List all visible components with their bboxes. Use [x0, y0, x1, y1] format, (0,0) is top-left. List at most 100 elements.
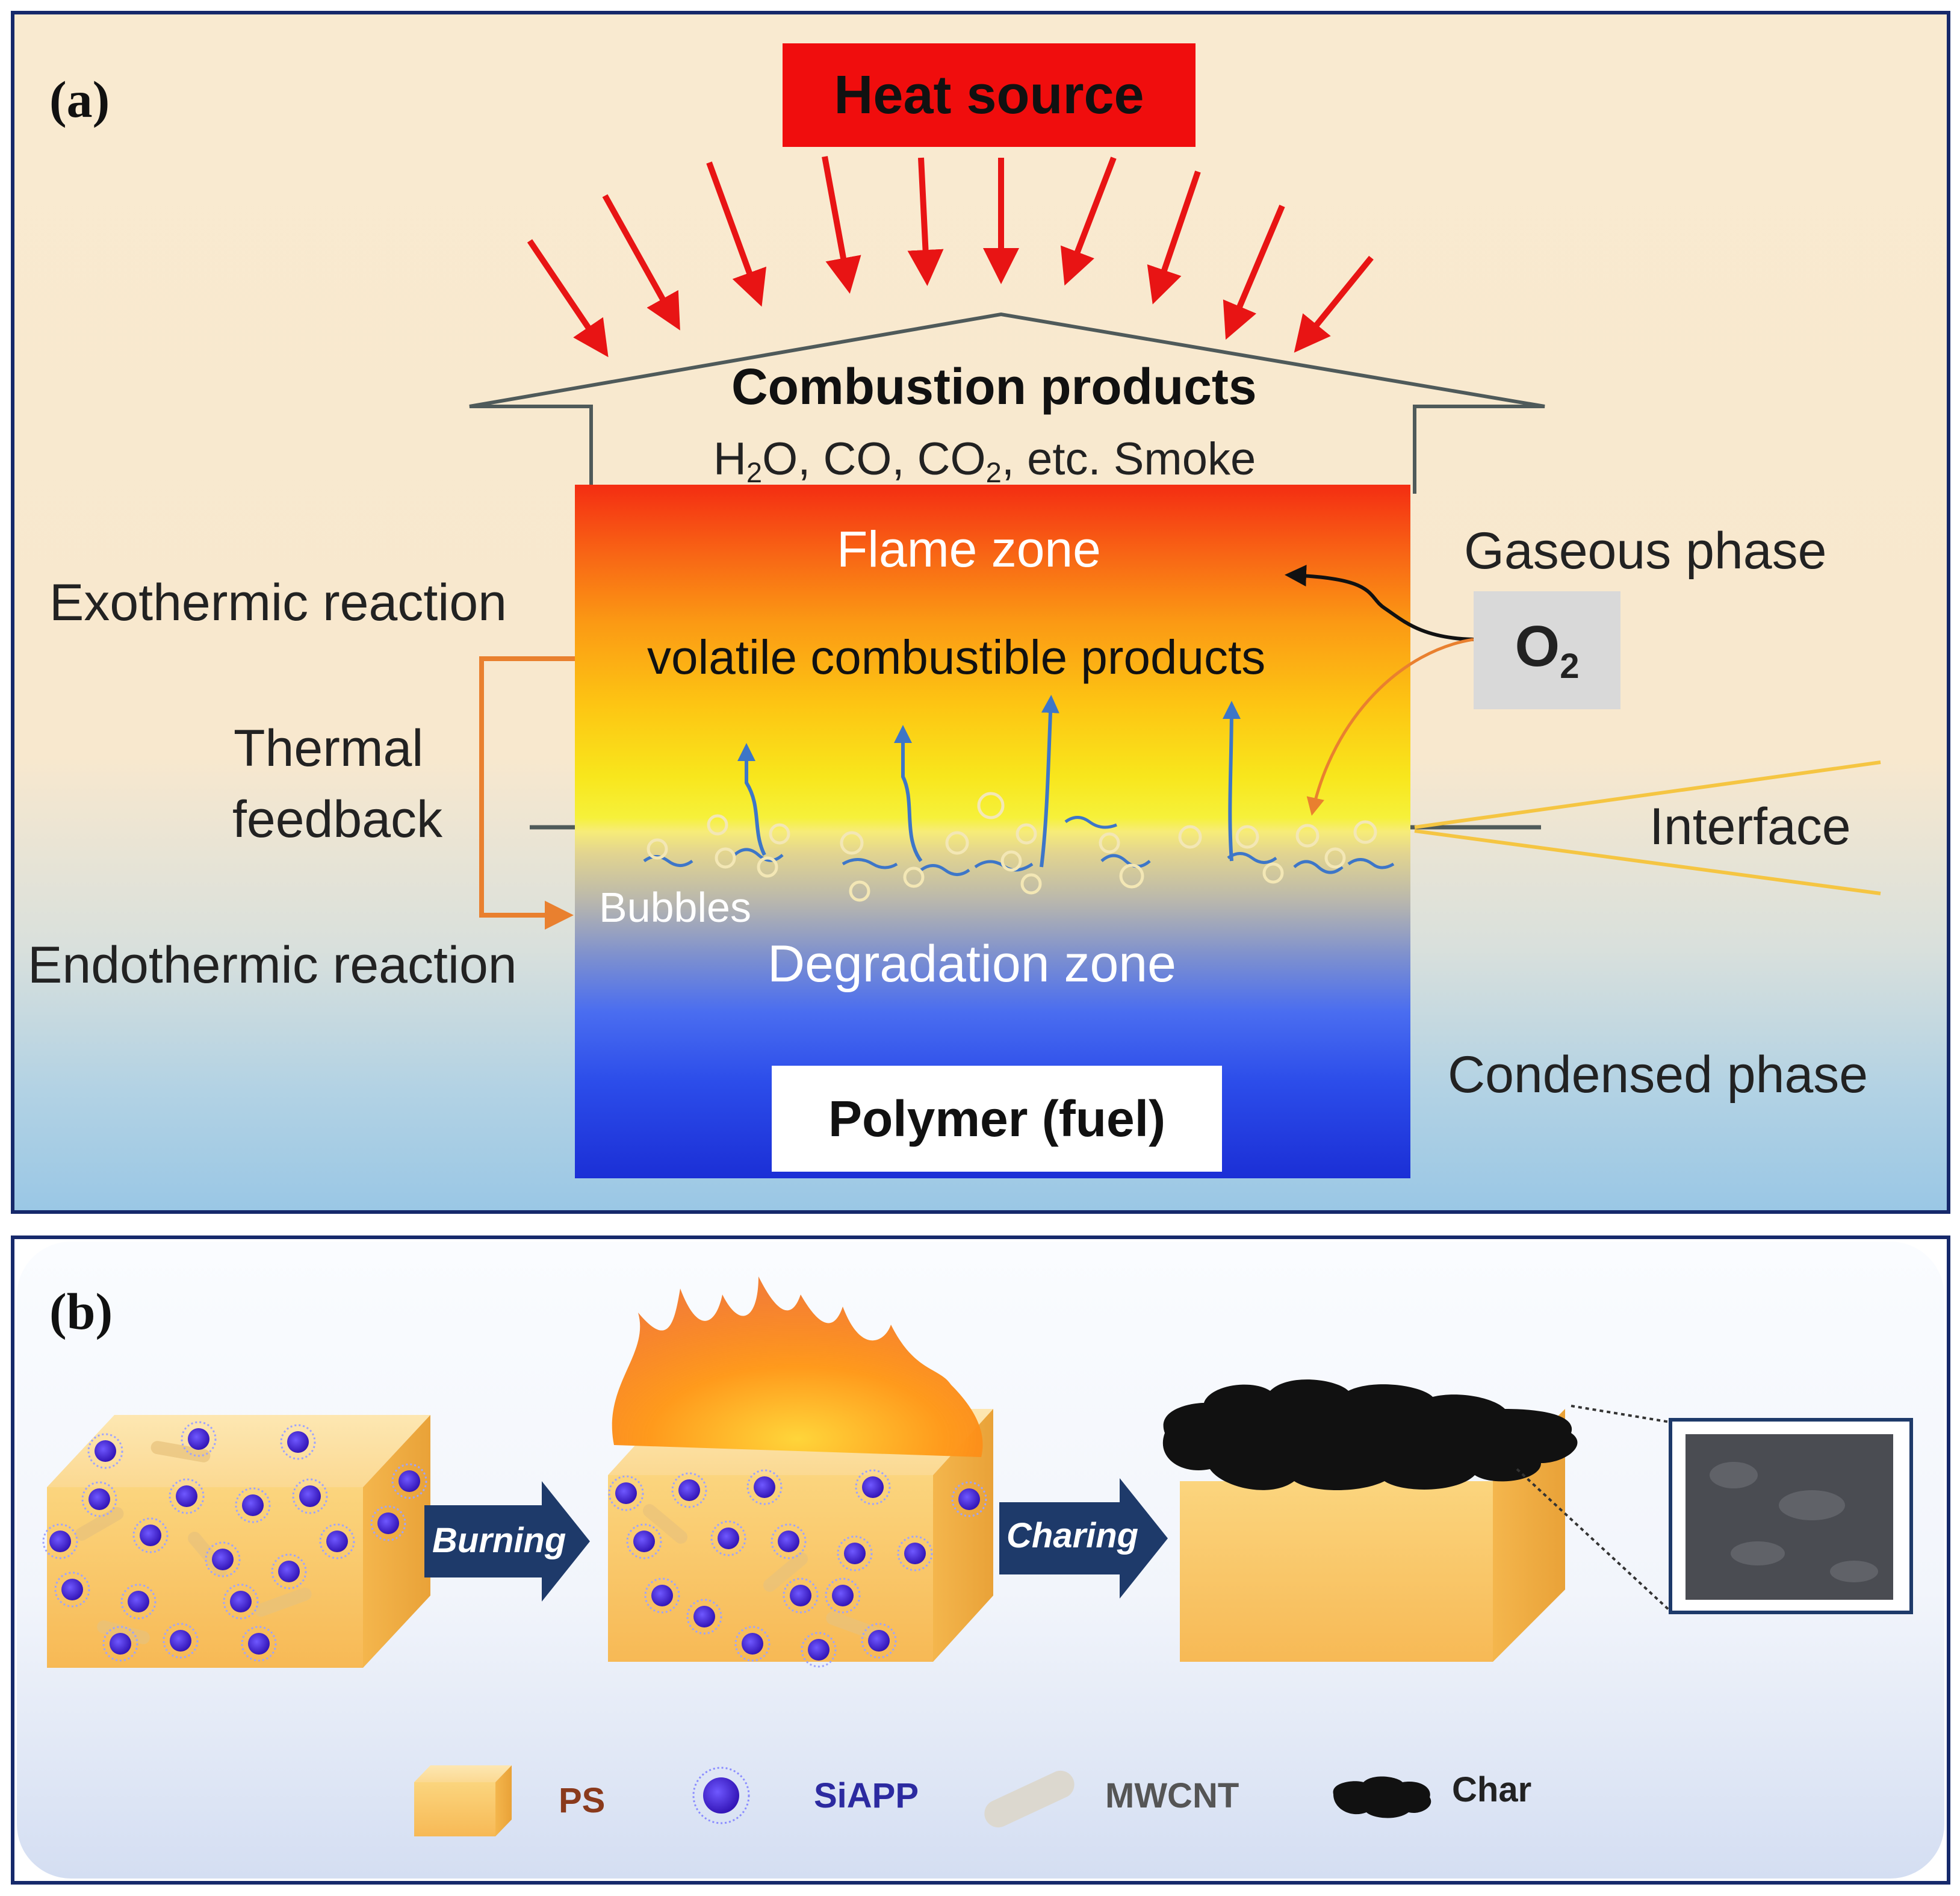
- panel-a-overlay: [643, 565, 1474, 902]
- chain-squiggle: [1293, 860, 1344, 874]
- siapp-particle-halo: [42, 1523, 78, 1559]
- heat-arrow: [1060, 157, 1117, 286]
- o2-main: O: [1515, 614, 1560, 679]
- siapp-particle-halo: [671, 1472, 707, 1508]
- combustion-zone-box: [575, 485, 1410, 1178]
- char-layer: [1162, 1379, 1578, 1490]
- charing-label: Charing: [1006, 1516, 1139, 1555]
- siapp-particle-halo: [292, 1478, 328, 1514]
- heat-arrow: [907, 157, 944, 286]
- burning-label: Burning: [432, 1521, 566, 1560]
- siapp-particle: [88, 1488, 110, 1510]
- charing-arrow: [999, 1478, 1168, 1599]
- siapp-particle: [61, 1579, 83, 1600]
- charing-arrow-shape: [999, 1478, 1168, 1599]
- exothermic-reaction-label: Exothermic reaction: [49, 574, 507, 632]
- bubble: [769, 823, 790, 845]
- burning-arrow-shape: [424, 1481, 590, 1602]
- rise-arrow: [737, 743, 766, 856]
- siapp-particle: [832, 1585, 854, 1606]
- siapp-particle-halo: [102, 1626, 138, 1662]
- siapp-particle-halo: [391, 1463, 427, 1499]
- bubble: [1295, 824, 1320, 848]
- siapp-particle-halo: [825, 1577, 861, 1614]
- siapp-particle-halo: [686, 1599, 722, 1635]
- burning-arrow: [424, 1481, 590, 1602]
- o2-to-interface-arrow: [1306, 638, 1474, 816]
- siapp-particle: [633, 1531, 655, 1552]
- char-texture-blob: [1710, 1462, 1758, 1488]
- siapp-particle-halo: [181, 1421, 217, 1457]
- siapp-particle: [615, 1482, 637, 1504]
- polymer-chains: [643, 816, 1395, 876]
- siapp-particle: [278, 1561, 300, 1582]
- bubble: [840, 831, 864, 855]
- siapp-particle-halo: [734, 1626, 771, 1662]
- siapp-particle: [868, 1630, 890, 1652]
- bubbles-group: [647, 792, 1377, 902]
- chain-squiggle: [920, 864, 970, 876]
- siapp-particle-halo: [271, 1553, 307, 1590]
- siapp-particle: [110, 1633, 131, 1655]
- bubble: [707, 814, 728, 836]
- combustion-products-formula: H2O, CO, CO2, etc. Smoke: [713, 434, 1256, 487]
- siapp-particle-halo: [132, 1517, 169, 1553]
- siapp-particle-halo: [319, 1523, 355, 1559]
- siapp-particle: [170, 1630, 191, 1652]
- siapp-particle-halo: [855, 1469, 891, 1505]
- siapp-particle: [176, 1485, 197, 1507]
- rise-arrow: [1040, 695, 1059, 868]
- bubble: [1262, 862, 1284, 884]
- combustion-products-title: Combustion products: [731, 358, 1257, 415]
- heat-arrow: [1294, 255, 1374, 353]
- bubble: [715, 847, 736, 869]
- heat-arrow: [706, 161, 767, 307]
- siapp-particle-halo: [951, 1481, 987, 1517]
- siapp-particle-halo: [87, 1433, 123, 1469]
- bubble: [1099, 832, 1120, 854]
- siapp-particle: [754, 1476, 775, 1498]
- interface-bracket-upper: [1414, 760, 1881, 829]
- chain-squiggle: [1347, 858, 1395, 869]
- polymer-fuel-box: Polymer (fuel): [772, 1066, 1222, 1172]
- bubble: [647, 838, 668, 860]
- bubble: [945, 831, 969, 855]
- chain-squiggle: [1064, 816, 1117, 829]
- formula-part: O, CO, CO: [762, 434, 986, 485]
- zoom-line-upper: [1571, 1405, 1671, 1423]
- siapp-particle-halo: [626, 1523, 662, 1559]
- legend-ps-icon: [414, 1765, 512, 1836]
- ps-block-burning: [608, 1276, 993, 1662]
- formula-part: , etc. Smoke: [1001, 434, 1256, 485]
- polymer-fuel-label: Polymer (fuel): [828, 1090, 1166, 1147]
- thermal-feedback-label-line1: Thermal: [234, 720, 424, 777]
- siapp-particle: [248, 1633, 270, 1655]
- zoom-line-lower: [1516, 1468, 1672, 1612]
- heat-arrow: [1147, 170, 1201, 305]
- heat-arrow: [527, 239, 609, 358]
- chain-squiggle: [733, 848, 784, 862]
- char-photo-texture: [1710, 1462, 1878, 1582]
- legend-siapp-icon: [692, 1767, 750, 1824]
- mwcnt-fiber: [150, 1441, 211, 1462]
- siapp-particle-halo: [54, 1571, 90, 1608]
- mwcnt-fiber: [642, 1504, 688, 1544]
- heat-source-box: Heat source: [783, 43, 1196, 147]
- siapp-particle: [95, 1440, 116, 1462]
- legend-ps-label: PS: [559, 1781, 606, 1820]
- rise-arrow: [1222, 701, 1241, 862]
- siapp-particle-halo: [223, 1584, 259, 1620]
- bubble: [903, 866, 925, 888]
- siapp-particle: [742, 1633, 763, 1655]
- gaseous-phase-label: Gaseous phase: [1464, 522, 1827, 580]
- o2-to-flame-arrow: [1285, 565, 1474, 641]
- siapp-particle: [958, 1488, 980, 1510]
- panel-a-letter: (a): [49, 70, 110, 128]
- block-front: [47, 1487, 363, 1668]
- legend-mwcnt-icon: [984, 1770, 1075, 1828]
- siapp-particle: [140, 1525, 161, 1546]
- mwcnt-fiber: [763, 1552, 808, 1592]
- volatile-rise-arrows: [737, 695, 1241, 868]
- bubble: [977, 792, 1005, 819]
